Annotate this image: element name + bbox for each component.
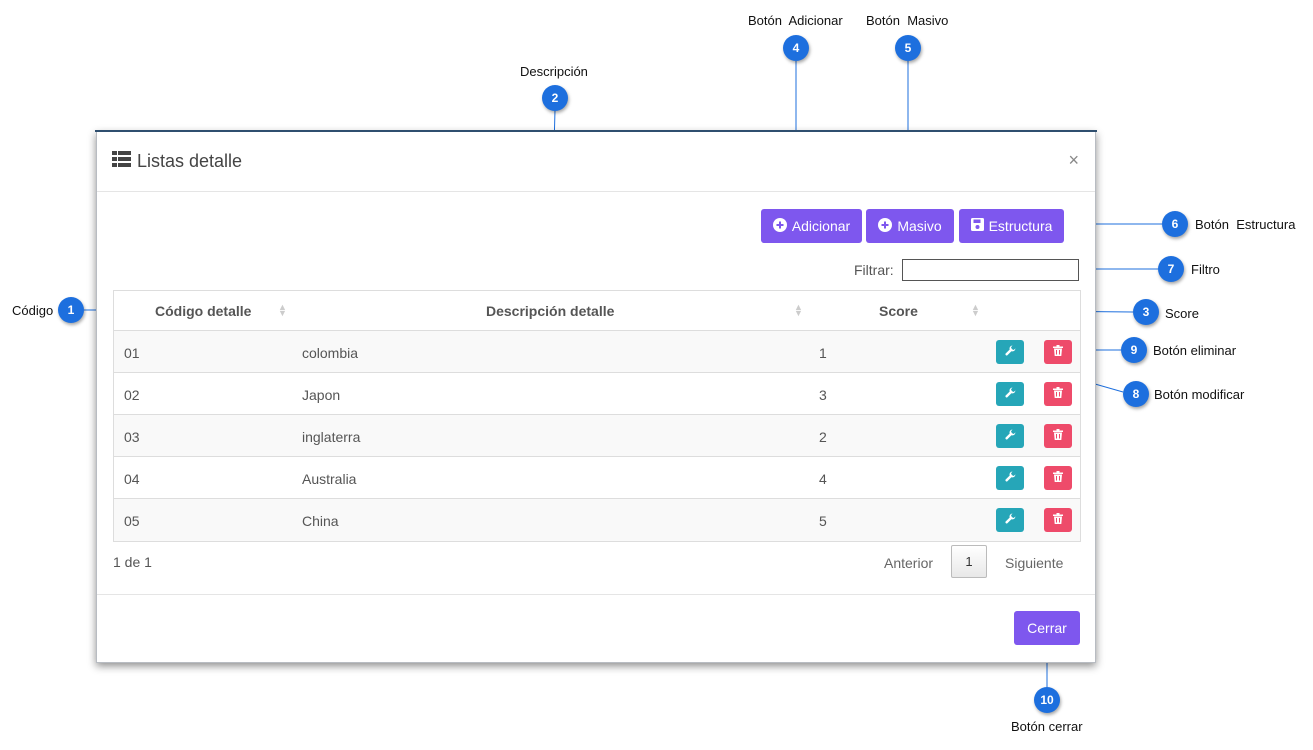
wrench-icon bbox=[1004, 469, 1016, 487]
edit-button[interactable] bbox=[996, 340, 1024, 364]
trash-icon bbox=[1053, 343, 1063, 361]
cell-descripcion: colombia bbox=[302, 345, 359, 361]
callout-8-label: Botón modificar bbox=[1154, 387, 1245, 402]
callout-4: 4 bbox=[783, 35, 809, 61]
wrench-icon bbox=[1004, 427, 1016, 445]
callout-3-label: Score bbox=[1165, 306, 1199, 321]
delete-button[interactable] bbox=[1044, 466, 1072, 490]
edit-button[interactable] bbox=[996, 508, 1024, 532]
estructura-label: Estructura bbox=[988, 218, 1053, 234]
cell-codigo: 03 bbox=[124, 429, 140, 445]
cell-score: 5 bbox=[819, 513, 827, 529]
sort-icon[interactable]: ▲▼ bbox=[794, 302, 803, 318]
delete-button[interactable] bbox=[1044, 424, 1072, 448]
trash-icon bbox=[1053, 385, 1063, 403]
pagination-page[interactable]: 1 bbox=[951, 545, 987, 578]
cerrar-button[interactable]: Cerrar bbox=[1014, 611, 1080, 645]
list-icon bbox=[112, 151, 131, 172]
pagination-info: 1 de 1 bbox=[113, 554, 152, 570]
estructura-button[interactable]: Estructura bbox=[959, 209, 1064, 243]
cell-descripcion: inglaterra bbox=[302, 429, 361, 445]
edit-button[interactable] bbox=[996, 424, 1024, 448]
table-header: Código detalle ▲▼ Descripción detalle ▲▼… bbox=[114, 291, 1080, 331]
filter-input[interactable] bbox=[902, 259, 1079, 281]
cell-score: 4 bbox=[819, 471, 827, 487]
cell-score: 2 bbox=[819, 429, 827, 445]
callout-3: 3 bbox=[1133, 299, 1159, 325]
table-row: 01 colombia 1 bbox=[114, 331, 1080, 373]
callout-10: 10 bbox=[1034, 687, 1060, 713]
table-row: 03 inglaterra 2 bbox=[114, 415, 1080, 457]
save-icon bbox=[970, 218, 984, 234]
edit-button[interactable] bbox=[996, 382, 1024, 406]
close-icon[interactable]: × bbox=[1068, 150, 1079, 170]
detail-table: Código detalle ▲▼ Descripción detalle ▲▼… bbox=[113, 290, 1081, 542]
wrench-icon bbox=[1004, 343, 1016, 361]
column-descripcion-detalle[interactable]: Descripción detalle bbox=[486, 303, 615, 319]
modal-footer bbox=[97, 594, 1095, 595]
cell-codigo: 04 bbox=[124, 471, 140, 487]
listas-detalle-modal: Listas detalle × Adicionar Masivo Estruc… bbox=[95, 130, 1097, 663]
pagination-next[interactable]: Siguiente bbox=[1005, 555, 1064, 571]
callout-1-label: Código bbox=[12, 303, 54, 318]
plus-circle-icon bbox=[878, 217, 893, 235]
sort-icon[interactable]: ▲▼ bbox=[971, 302, 980, 318]
delete-button[interactable] bbox=[1044, 340, 1072, 364]
callout-10-label: Botón cerrar bbox=[1011, 719, 1083, 734]
cell-codigo: 02 bbox=[124, 387, 140, 403]
adicionar-button[interactable]: Adicionar bbox=[761, 209, 862, 243]
callout-5-label: Botón Masivo bbox=[866, 13, 949, 28]
table-body: 01 colombia 1 02 Japon 3 03 inglaterra 2 bbox=[114, 331, 1080, 541]
sort-icon[interactable]: ▲▼ bbox=[278, 302, 287, 318]
cell-codigo: 01 bbox=[124, 345, 140, 361]
callout-1: 1 bbox=[58, 297, 84, 323]
table-row: 04 Australia 4 bbox=[114, 457, 1080, 499]
cell-score: 3 bbox=[819, 387, 827, 403]
trash-icon bbox=[1053, 511, 1063, 529]
adicionar-label: Adicionar bbox=[791, 218, 851, 234]
trash-icon bbox=[1053, 427, 1063, 445]
table-row: 02 Japon 3 bbox=[114, 373, 1080, 415]
wrench-icon bbox=[1004, 385, 1016, 403]
table-row: 05 China 5 bbox=[114, 499, 1080, 541]
cell-descripcion: Australia bbox=[302, 471, 357, 487]
plus-circle-icon bbox=[772, 217, 787, 235]
callout-9: 9 bbox=[1121, 337, 1147, 363]
callout-5: 5 bbox=[895, 35, 921, 61]
wrench-icon bbox=[1004, 511, 1016, 529]
modal-header: Listas detalle × bbox=[97, 132, 1095, 192]
cell-descripcion: Japon bbox=[302, 387, 341, 403]
delete-button[interactable] bbox=[1044, 508, 1072, 532]
filter-label: Filtrar: bbox=[854, 262, 894, 278]
edit-button[interactable] bbox=[996, 466, 1024, 490]
callout-9-label: Botón eliminar bbox=[1153, 343, 1237, 358]
callout-2: 2 bbox=[542, 85, 568, 111]
cell-score: 1 bbox=[819, 345, 827, 361]
cell-descripcion: China bbox=[302, 513, 339, 529]
callout-6-label: Botón Estructura bbox=[1195, 217, 1296, 232]
masivo-button[interactable]: Masivo bbox=[866, 209, 954, 243]
masivo-label: Masivo bbox=[897, 218, 942, 234]
callout-4-label: Botón Adicionar bbox=[748, 13, 843, 28]
callout-7: 7 bbox=[1158, 256, 1184, 282]
column-codigo-detalle[interactable]: Código detalle bbox=[155, 303, 252, 319]
trash-icon bbox=[1053, 469, 1063, 487]
column-score[interactable]: Score bbox=[879, 303, 918, 319]
cell-codigo: 05 bbox=[124, 513, 140, 529]
cerrar-label: Cerrar bbox=[1027, 620, 1067, 636]
pagination-prev[interactable]: Anterior bbox=[884, 555, 934, 571]
modal-title: Listas detalle bbox=[137, 151, 243, 171]
callout-6: 6 bbox=[1162, 211, 1188, 237]
callout-7-label: Filtro bbox=[1191, 262, 1220, 277]
callout-8: 8 bbox=[1123, 381, 1149, 407]
delete-button[interactable] bbox=[1044, 382, 1072, 406]
callout-2-label: Descripción bbox=[520, 64, 588, 79]
